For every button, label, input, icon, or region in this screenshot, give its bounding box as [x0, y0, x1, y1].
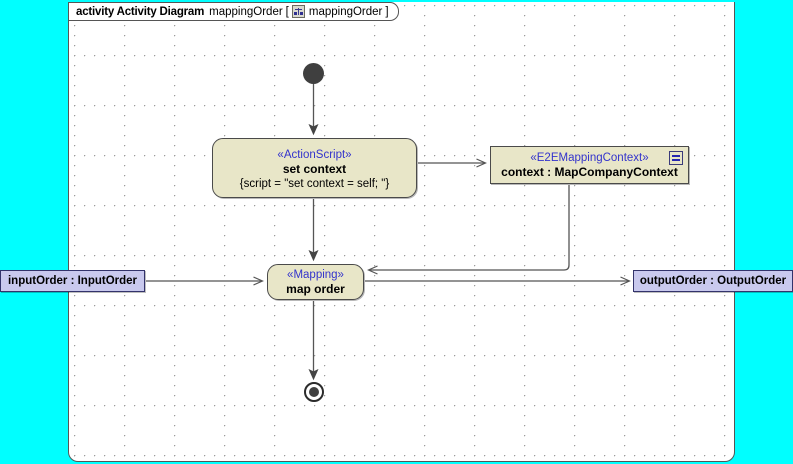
node-name-label: context : MapCompanyContext	[501, 165, 678, 179]
frame-keyword: activity Activity Diagram	[76, 5, 205, 18]
frame-bracket-close: ]	[385, 5, 389, 18]
note-lines-icon	[669, 151, 683, 165]
object-node-context[interactable]: «E2EMappingContext» context : MapCompany…	[490, 146, 689, 184]
output-parameter-node[interactable]: outputOrder : OutputOrder	[633, 270, 793, 292]
activity-diagram-icon	[291, 5, 305, 18]
action-map-order[interactable]: «Mapping» map order	[267, 264, 364, 300]
stereotype-label: «E2EMappingContext»	[530, 152, 649, 164]
stereotype-label: «Mapping»	[287, 268, 344, 281]
frame-header: activity Activity Diagram mappingOrder […	[68, 2, 399, 21]
stereotype-label: «ActionScript»	[277, 148, 352, 161]
node-body-label: {script = "set context = self; "}	[239, 177, 390, 190]
frame-qualified-name: mappingOrder	[308, 5, 383, 18]
node-name-label: set context	[282, 161, 347, 176]
action-set-context[interactable]: «ActionScript» set context {script = "se…	[212, 138, 417, 198]
frame-bracket-open: [	[285, 5, 289, 18]
node-name-label: map order	[286, 281, 345, 296]
activity-final-node[interactable]	[304, 382, 324, 402]
grid-background	[69, 2, 734, 461]
activity-diagram-frame	[68, 2, 735, 462]
input-pin-label: inputOrder : InputOrder	[7, 275, 138, 287]
output-pin-label: outputOrder : OutputOrder	[639, 275, 787, 287]
initial-node[interactable]	[303, 63, 324, 84]
input-parameter-node[interactable]: inputOrder : InputOrder	[0, 270, 145, 292]
final-node-core	[309, 387, 319, 397]
frame-name: mappingOrder	[209, 5, 283, 18]
